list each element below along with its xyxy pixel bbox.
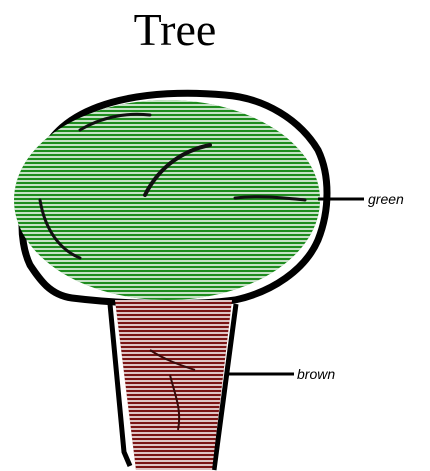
canopy-stripes (14, 100, 320, 300)
trunk-label: brown (297, 366, 335, 382)
canopy-label: green (368, 191, 404, 207)
